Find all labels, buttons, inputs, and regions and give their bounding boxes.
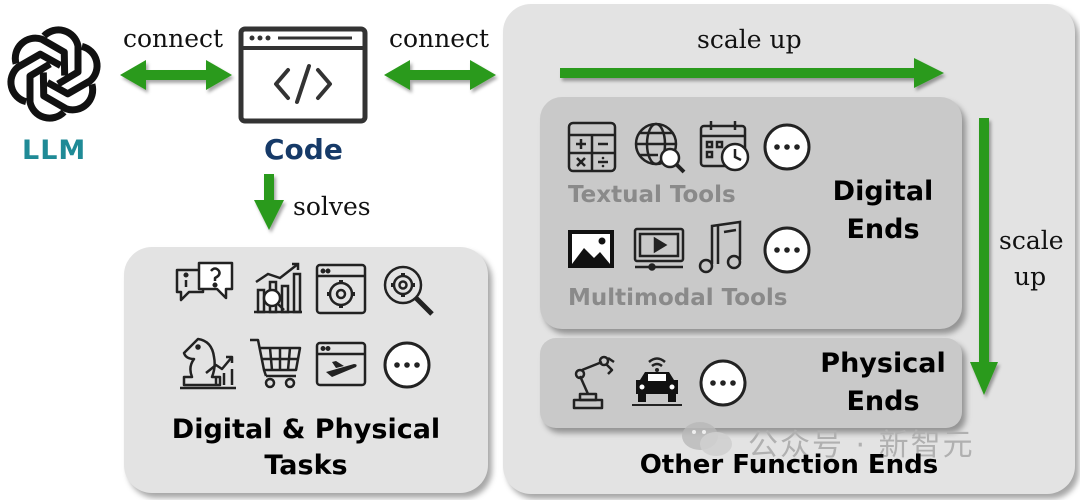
tasks-title-line2: Tasks bbox=[264, 450, 348, 481]
music-note-icon bbox=[698, 220, 742, 274]
autonomous-car-icon bbox=[632, 357, 682, 406]
robot-arm-icon bbox=[572, 355, 615, 410]
llm-label: LLM bbox=[22, 135, 87, 166]
textual-more-icon bbox=[763, 123, 811, 171]
connect-right-arrow bbox=[384, 60, 496, 90]
calculator-icon bbox=[567, 121, 617, 173]
connect-left-arrow bbox=[120, 60, 232, 90]
code-label: Code bbox=[264, 133, 343, 166]
code-window-icon bbox=[238, 26, 368, 124]
calendar-clock-icon bbox=[699, 121, 750, 172]
connect-right-label: connect bbox=[389, 24, 490, 53]
chart-analysis-icon bbox=[254, 262, 302, 314]
llm-logo-icon bbox=[7, 26, 101, 122]
physical-more-icon bbox=[699, 359, 747, 407]
scale-up-vertical-arrow bbox=[970, 118, 998, 395]
solves-arrow bbox=[254, 174, 284, 230]
connect-left-label: connect bbox=[123, 24, 224, 53]
more-icon bbox=[383, 341, 431, 389]
scale-up-horizontal-arrow bbox=[560, 58, 944, 88]
physical-ends-label-1: Physical bbox=[820, 348, 946, 379]
tasks-title-line1: Digital & Physical bbox=[171, 414, 441, 445]
textual-tools-label: Textual Tools bbox=[568, 182, 736, 208]
scale-up-vertical-label-1: scale bbox=[999, 226, 1064, 255]
scale-up-vertical-label-2: up bbox=[1014, 262, 1047, 291]
solves-label: solves bbox=[293, 192, 371, 221]
web-settings-icon bbox=[315, 263, 367, 315]
other-function-ends-label: Other Function Ends bbox=[639, 450, 939, 480]
flight-ticket-icon bbox=[315, 341, 367, 387]
question-chat-icon bbox=[175, 261, 234, 302]
image-icon bbox=[568, 230, 614, 268]
shopping-cart-icon bbox=[250, 338, 302, 389]
gear-search-icon bbox=[383, 265, 434, 316]
multimodal-more-icon bbox=[763, 226, 811, 274]
wechat-watermark-icon bbox=[682, 422, 732, 456]
scale-up-horizontal-label: scale up bbox=[697, 25, 802, 54]
globe-search-icon bbox=[634, 122, 686, 174]
watermark-text: 公众号 · 新智元 bbox=[748, 428, 975, 463]
digital-ends-label-2: Ends bbox=[846, 214, 920, 245]
physical-ends-panel bbox=[540, 338, 962, 428]
physical-ends-label-2: Ends bbox=[846, 386, 920, 417]
video-player-icon bbox=[633, 227, 685, 271]
multimodal-tools-label: Multimodal Tools bbox=[568, 285, 788, 311]
chess-strategy-icon bbox=[180, 337, 236, 390]
digital-ends-label-1: Digital bbox=[832, 176, 934, 207]
